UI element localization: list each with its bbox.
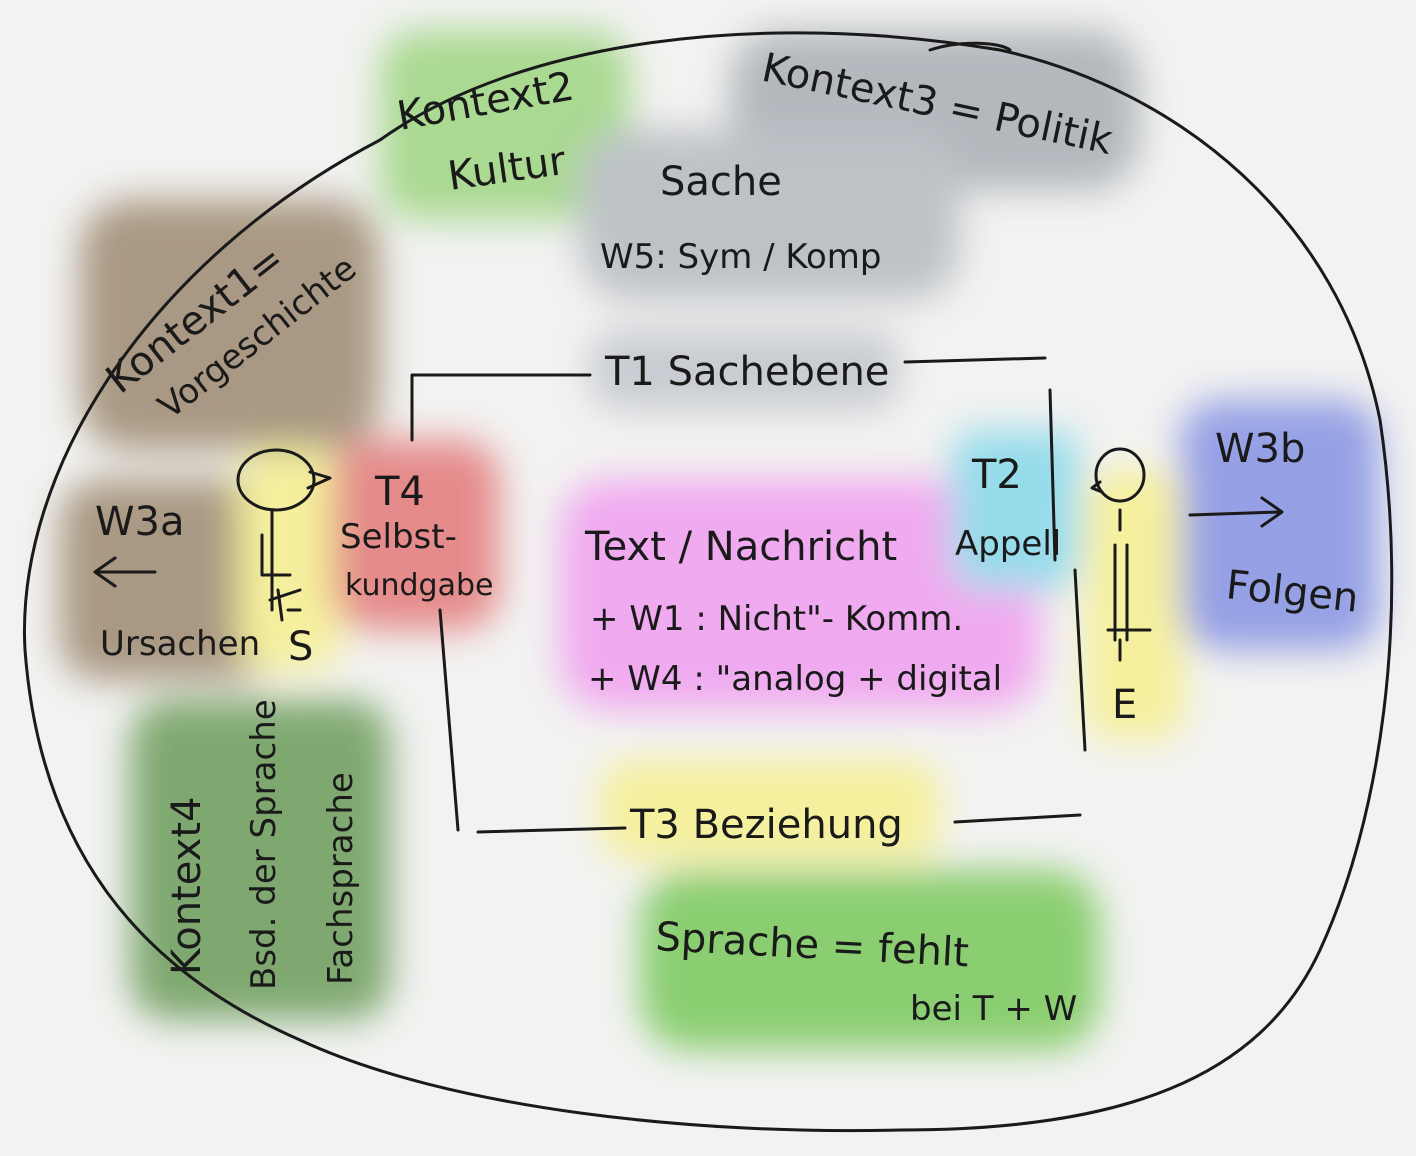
bsd-sprache-label: Bsd. der Sprache <box>244 699 284 990</box>
patch-t2 <box>950 430 1080 590</box>
patch-w3a <box>60 480 280 680</box>
receiver-label: E <box>1112 682 1137 728</box>
frame-bottom-left <box>476 826 627 834</box>
sender-figure-icon <box>236 448 332 622</box>
text-nachricht-label: Text / Nachricht <box>584 524 897 570</box>
t2-label: T2 <box>971 452 1022 498</box>
selbst-label: Selbst- <box>340 517 457 557</box>
patch-kontext2 <box>380 30 630 220</box>
w3b-label: W3b <box>1215 426 1305 472</box>
kontext4-label: Kontext4 <box>164 797 210 975</box>
receiver-figure-icon <box>1090 447 1152 662</box>
frame-top-left <box>410 373 592 442</box>
fachsprache-label: Fachsprache <box>321 772 361 985</box>
sache-label: Sache <box>660 159 782 205</box>
patch-sprache <box>640 870 1100 1050</box>
patch-receiver <box>1085 470 1185 740</box>
w3a-label: W3a <box>95 499 185 545</box>
patch-sache <box>580 130 960 300</box>
t3-label: T3 Beziehung <box>629 802 903 848</box>
frame-bottom-right <box>953 813 1082 824</box>
bei-tw-label: bei T + W <box>910 989 1077 1029</box>
w1-label: + W1 : Nicht"- Komm. <box>590 599 963 639</box>
kundgabe-label: kundgabe <box>345 568 493 603</box>
ursachen-label: Ursachen <box>100 624 260 664</box>
patch-w3b <box>1180 400 1380 650</box>
frame-top-right <box>903 356 1047 364</box>
patch-sender <box>240 450 340 670</box>
t4-label: T4 <box>374 469 425 515</box>
highlight-patches <box>60 30 1380 1050</box>
patch-kontext4 <box>130 700 390 1020</box>
arrow-left-icon <box>93 556 157 588</box>
appell-label: Appell <box>955 524 1061 564</box>
frame-right-2 <box>1073 568 1087 752</box>
context-boundary <box>22 31 1394 1133</box>
arrow-right-icon <box>1188 496 1284 528</box>
sender-label: S <box>288 624 313 670</box>
patch-t3 <box>600 760 940 860</box>
frame-right-1 <box>1048 388 1057 562</box>
patch-t4 <box>330 440 500 630</box>
patch-t1 <box>590 330 900 410</box>
w4-label: + W4 : "analog + digital <box>588 659 1002 699</box>
patch-kontext1 <box>80 200 380 450</box>
frame-left-lower <box>438 608 460 832</box>
boundary-flourish <box>928 41 1012 52</box>
w5-label: W5: Sym / Komp <box>600 237 882 277</box>
t1-label: T1 Sachebene <box>604 349 889 395</box>
patch-text <box>560 480 1040 710</box>
